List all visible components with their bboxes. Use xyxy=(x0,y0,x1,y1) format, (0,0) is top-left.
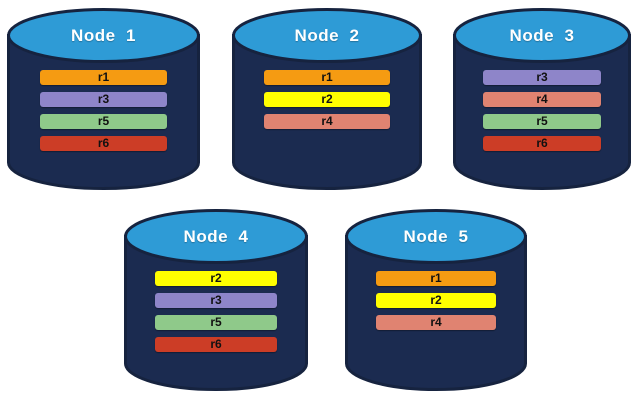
replica-bar-r6[interactable]: r6 xyxy=(483,135,601,151)
replica-bar-r6[interactable]: r6 xyxy=(155,336,277,352)
replica-bar-r1[interactable]: r1 xyxy=(39,69,168,85)
node-label: Node 1 xyxy=(71,25,136,45)
cylinder-top-disc xyxy=(453,8,631,63)
database-node-2[interactable]: Node 2 r1 r2 r4 xyxy=(232,8,422,190)
replica-bar-r1[interactable]: r1 xyxy=(264,69,390,85)
replica-bar-r4[interactable]: r4 xyxy=(483,91,601,107)
replica-list: r3 r4 r5 r6 xyxy=(453,69,631,151)
replica-list: r1 r3 r5 r6 xyxy=(7,69,200,151)
replica-bar-r3[interactable]: r3 xyxy=(483,69,601,85)
cylinder-top-disc xyxy=(232,8,422,63)
replica-bar-r1[interactable]: r1 xyxy=(375,270,497,286)
database-node-3[interactable]: Node 3 r3 r4 r5 r6 xyxy=(453,8,631,190)
node-label: Node 2 xyxy=(294,25,360,45)
replica-bar-r5[interactable]: r5 xyxy=(483,113,601,129)
replica-list: r1 r2 r4 xyxy=(232,69,422,129)
cylinder-top-disc xyxy=(7,8,200,63)
replica-bar-r3[interactable]: r3 xyxy=(39,91,168,107)
replica-bar-r2[interactable]: r2 xyxy=(375,292,497,308)
database-node-5[interactable]: Node 5 r1 r2 r4 xyxy=(345,209,527,391)
replica-list: r1 r2 r4 xyxy=(345,270,527,330)
node-label: Node 3 xyxy=(509,25,575,45)
replica-list: r2 r3 r5 r6 xyxy=(124,270,308,352)
cylinder-top-disc xyxy=(345,209,527,264)
node-label: Node 4 xyxy=(183,226,249,246)
replica-bar-r5[interactable]: r5 xyxy=(155,314,277,330)
node-label: Node 5 xyxy=(403,226,469,246)
replica-bar-r3[interactable]: r3 xyxy=(155,292,277,308)
database-node-4[interactable]: Node 4 r2 r3 r5 r6 xyxy=(124,209,308,391)
replica-bar-r5[interactable]: r5 xyxy=(39,113,168,129)
replica-bar-r2[interactable]: r2 xyxy=(264,91,390,107)
cylinder-top-disc xyxy=(124,209,308,264)
replica-bar-r4[interactable]: r4 xyxy=(264,113,390,129)
replica-bar-r2[interactable]: r2 xyxy=(155,270,277,286)
replica-bar-r6[interactable]: r6 xyxy=(39,135,168,151)
database-node-1[interactable]: Node 1 r1 r3 r5 r6 xyxy=(7,8,200,190)
replica-bar-r4[interactable]: r4 xyxy=(375,314,497,330)
